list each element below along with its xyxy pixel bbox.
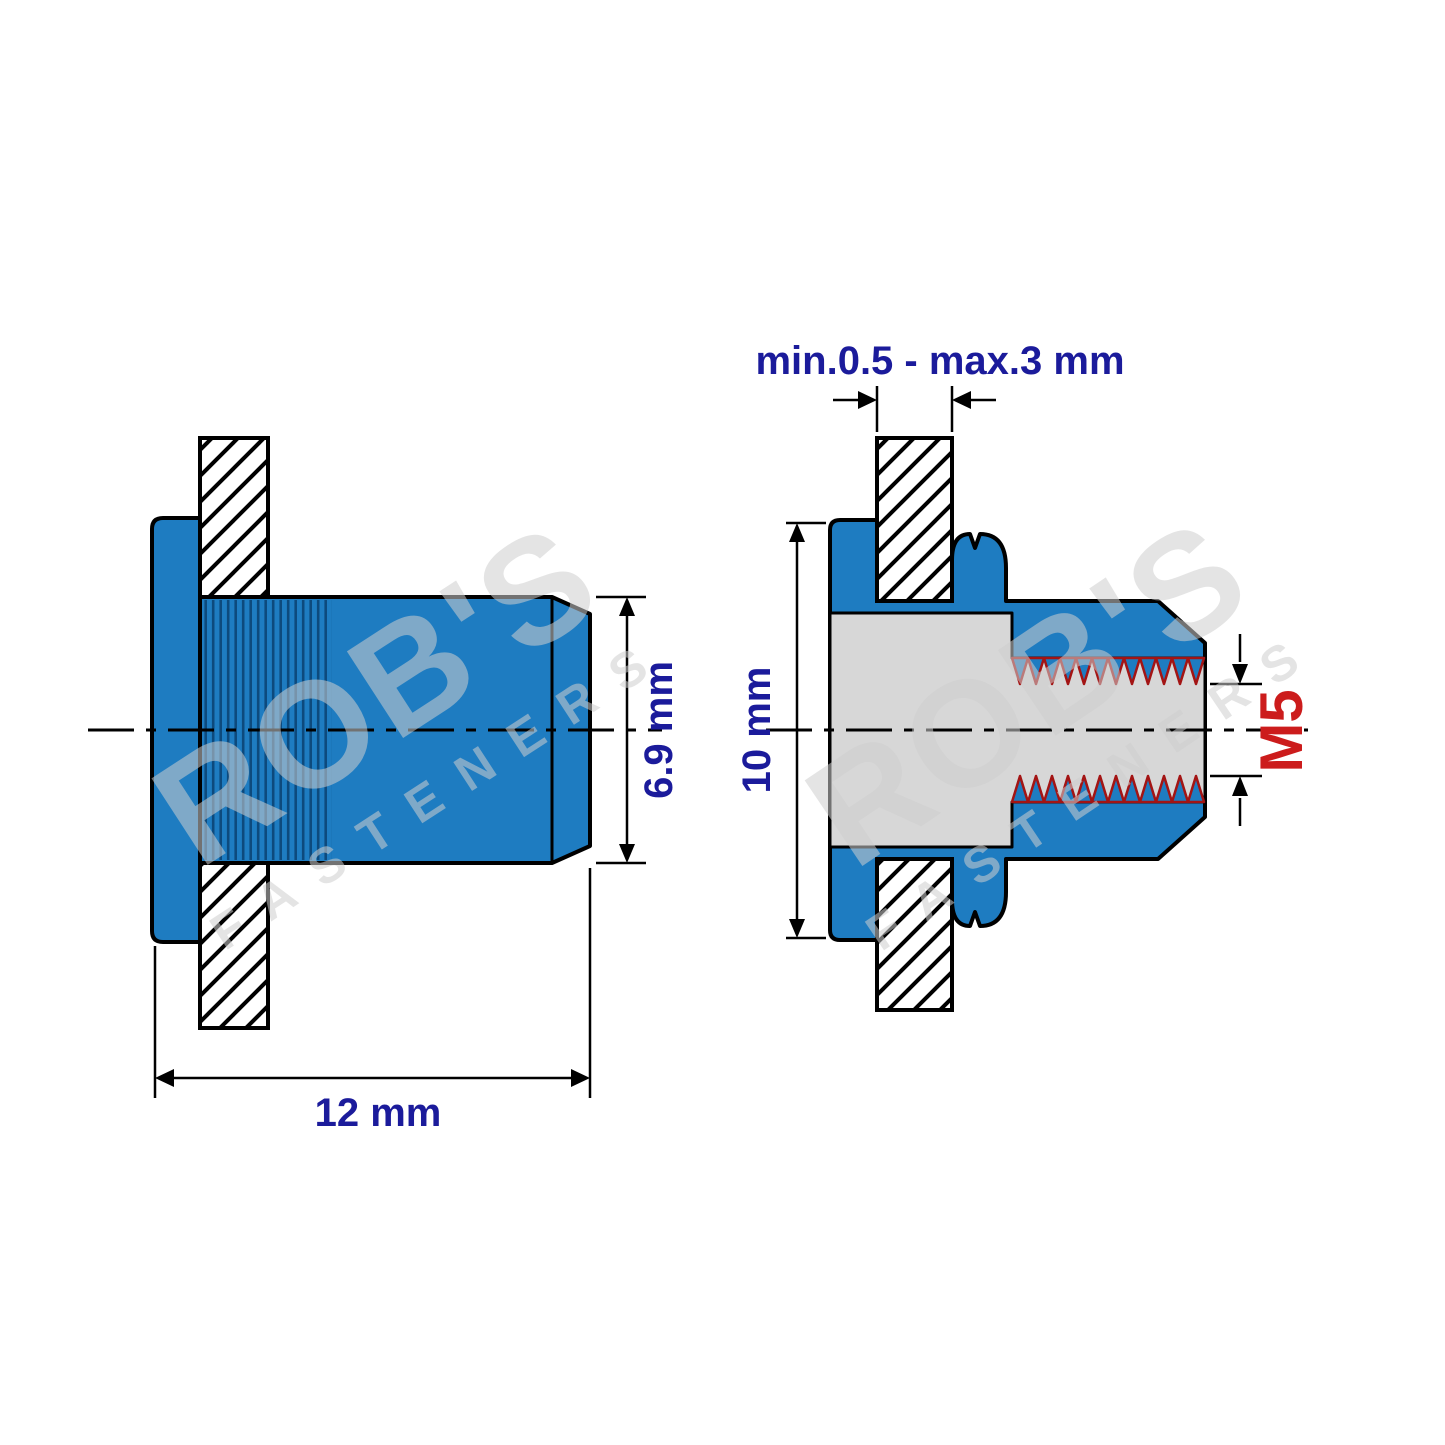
dim-arrow-left [952, 391, 971, 409]
right-panel-top-section [875, 436, 954, 603]
left-diameter-label: 6.9 mm [637, 661, 681, 799]
dim-arrow-down [619, 844, 635, 863]
dim-extension-lines [786, 521, 826, 940]
dim-arrow-down [1232, 664, 1248, 684]
dim-arrow-right [571, 1069, 590, 1087]
right-thread-dimension: M5 [1210, 634, 1315, 826]
left-figure: 6.9 mm 12 mm [88, 436, 681, 1135]
dim-arrow-down [789, 919, 805, 938]
dim-arrow-left [155, 1069, 174, 1087]
dim-extension-lines [153, 868, 592, 1098]
dim-arrow-up [619, 597, 635, 616]
thread-size-label: M5 [1248, 689, 1315, 772]
right-grip-dimension: min.0.5 - max.3 mm [755, 339, 1125, 432]
left-length-label: 12 mm [315, 1091, 442, 1135]
right-panel-bottom-section [875, 857, 954, 1012]
right-flange-label: 10 mm [735, 667, 779, 794]
right-figure: min.0.5 - max.3 mm 10 mm M5 [735, 339, 1315, 1012]
dim-extension-lines [875, 386, 954, 432]
left-length-dimension: 12 mm [153, 868, 592, 1135]
dim-arrow-right [858, 391, 877, 409]
grip-range-label: min.0.5 - max.3 mm [755, 339, 1124, 383]
right-flange-dimension: 10 mm [735, 521, 826, 940]
dim-arrow-up [789, 523, 805, 542]
dim-extension-lines [1210, 682, 1262, 778]
dim-extension-lines [596, 595, 646, 865]
right-thread-bottom [1010, 774, 1206, 804]
left-diameter-dimension: 6.9 mm [596, 595, 681, 865]
right-thread-top [1010, 656, 1206, 686]
dim-arrow-up [1232, 776, 1248, 796]
